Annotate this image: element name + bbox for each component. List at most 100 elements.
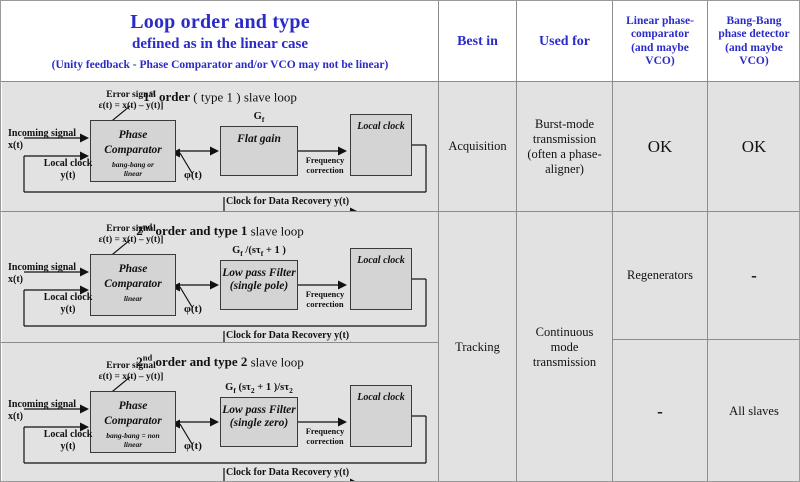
phase-comparator-line1: Phase — [118, 263, 148, 275]
header-linear-l4: VCO) — [645, 55, 675, 67]
filter-line1: Low pass Filter — [222, 267, 296, 279]
cell-used-for-row1-l3: (often a phase- — [527, 146, 602, 161]
page-subtitle: defined as in the linear case — [132, 36, 308, 52]
filter-transfer-function-3: Gf (sτ2 + 1 )/sτ2 — [225, 382, 293, 396]
cell-used-for-row1-l4: aligner) — [545, 161, 584, 176]
cell-best-in-row23-label: Tracking — [455, 339, 500, 354]
cell-best-in-row1-label: Acquisition — [448, 139, 507, 153]
header-bangbang-l2: phase detector — [718, 28, 790, 40]
cell-used-for-row1-l1: Burst-mode — [534, 116, 595, 131]
cell-bangbang-row2-label: - — [751, 266, 757, 285]
phase-comparator-line1: Phase — [118, 129, 148, 141]
cell-bangbang-row3: All slaves — [708, 340, 799, 481]
grid-vline-2 — [516, 1, 517, 481]
header-used-for-label: Used for — [539, 34, 590, 49]
header-bangbang-l1: Bang-Bang — [726, 14, 782, 27]
row-title-2: 2nd order and type 1 slave loop — [136, 222, 304, 239]
header-linear-phase-comparator: Linear phase- comparator (and maybe VCO) — [613, 2, 707, 81]
filter-block-1[interactable]: Flat gain — [220, 126, 298, 176]
cell-used-for-row23: Continuous mode transmission — [517, 212, 612, 481]
header-bangbang-phase-detector: Bang-Bang phase detector (and maybe VCO) — [708, 2, 799, 81]
clock-for-data-recovery-label: Clock for Data Recovery y(t) — [226, 467, 350, 478]
local-clock-block-1[interactable]: Local clock — [350, 114, 412, 176]
header-best-in-label: Best in — [457, 34, 498, 49]
filter-line2: (single pole) — [229, 280, 289, 292]
cell-bangbang-row2: - — [708, 212, 799, 339]
cell-bangbang-row3-label: All slaves — [729, 403, 779, 418]
grid-vline-4 — [707, 1, 708, 481]
cell-used-for-row1: Burst-mode transmission (often a phase- … — [517, 82, 612, 211]
grid-hline-row2-left — [1, 342, 438, 343]
row-title-3: 2nd order and type 2 slave loop — [136, 353, 304, 370]
local-clock-title: Local clock — [357, 392, 405, 403]
grid-hline-row2-right — [612, 339, 799, 340]
page-title: Loop order and type — [130, 11, 310, 33]
filter-line1: Flat gain — [237, 133, 281, 145]
filter-transfer-function-2: Gf /(sτf + 1 ) — [232, 245, 286, 259]
local-clock-block-2[interactable]: Local clock — [350, 248, 412, 310]
phase-comparator-line2: Comparator — [104, 278, 162, 290]
filter-transfer-function-1: Gf — [253, 111, 265, 125]
cell-linear-row3: - — [613, 340, 707, 481]
filter-line1: Low pass Filter — [222, 404, 296, 416]
local-clock-title: Local clock — [357, 121, 405, 132]
header-best-in: Best in — [439, 2, 516, 81]
filter-block-2[interactable]: Low pass Filter(single pole) — [220, 260, 298, 310]
cell-best-in-row23: Tracking — [439, 212, 516, 481]
phase-comparator-sub: linear — [123, 294, 143, 303]
page-note: (Unity feedback - Phase Comparator and/o… — [51, 59, 389, 71]
cell-bangbang-row1: OK — [708, 82, 799, 211]
phase-comparator-line1: Phase — [118, 400, 148, 412]
grid-hline-row1 — [1, 211, 799, 212]
local-clock-title: Local clock — [357, 255, 405, 266]
phase-comparator-line2: Comparator — [104, 144, 162, 156]
header-bangbang-l3: (and maybe — [725, 41, 783, 54]
cell-used-for-row23-l1: Continuous — [535, 324, 594, 339]
phi-label: φ(t) — [184, 169, 202, 181]
filter-line2: (single zero) — [229, 417, 289, 429]
clock-for-data-recovery-label: Clock for Data Recovery y(t) — [226, 330, 350, 341]
phi-label: φ(t) — [184, 440, 202, 452]
local-clock-block-3[interactable]: Local clock — [350, 385, 412, 447]
grid-hline-header — [1, 81, 799, 82]
cell-used-for-row23-l3: transmission — [532, 354, 597, 369]
clock-for-data-recovery-label: Clock for Data Recovery y(t) — [226, 196, 350, 207]
grid-vline-1 — [438, 1, 439, 481]
header-bangbang-l4: VCO) — [739, 55, 769, 67]
filter-block-3[interactable]: Low pass Filter(single zero) — [220, 397, 298, 447]
cell-linear-row3-label: - — [657, 401, 663, 421]
cell-linear-row1-label: OK — [647, 137, 673, 156]
header-linear-l1: Linear phase- — [626, 14, 694, 27]
phi-label: φ(t) — [184, 303, 202, 315]
cell-best-in-row1: Acquisition — [439, 82, 516, 211]
header-used-for: Used for — [517, 2, 612, 81]
cell-used-for-row23-l2: mode — [550, 339, 579, 354]
header-linear-l3: (and maybe — [631, 41, 689, 54]
row-title-1: 1st order ( type 1 ) slave loop — [143, 88, 297, 105]
grid-vline-3 — [612, 1, 613, 481]
cell-linear-row2-label: Regenerators — [627, 268, 693, 282]
header-linear-l2: comparator — [630, 28, 690, 40]
cell-linear-row1: OK — [613, 82, 707, 211]
cell-bangbang-row1-label: OK — [741, 137, 767, 156]
